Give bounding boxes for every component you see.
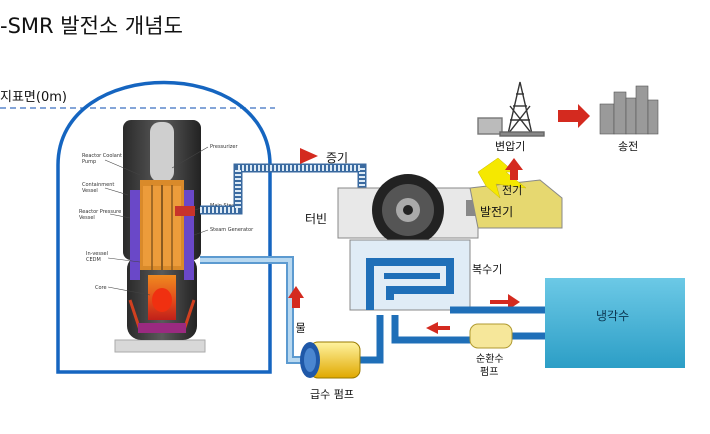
feedwater-pipe <box>200 256 310 364</box>
transformer-tower <box>477 81 545 137</box>
feed-pump-label: 급수 펌프 <box>310 388 354 401</box>
label-pressure-vessel-1: Reactor Pressure <box>79 209 121 215</box>
label-pressure-vessel-2: Vessel <box>79 215 95 221</box>
label-cedm-1: In-vessel <box>86 251 108 257</box>
from-sea-arrow <box>426 322 438 334</box>
steam-label: 증기 <box>326 151 348 165</box>
steam-pipe <box>200 165 365 213</box>
generator <box>469 157 563 229</box>
cooling-inlet-pipe <box>391 315 470 344</box>
transformer-label: 변압기 <box>495 140 525 153</box>
to-sea-arrow <box>490 294 520 310</box>
city-buildings <box>599 85 659 135</box>
circ-pump-label-2: 펌프 <box>480 366 498 378</box>
label-containment-1: Containment <box>82 182 114 188</box>
water-label: 물 <box>294 322 307 333</box>
label-steam-generator: Steam Generator <box>210 227 254 233</box>
turbine-label: 터빈 <box>305 212 327 226</box>
label-containment-2: Vessel <box>82 188 98 194</box>
containment-outline <box>56 80 272 374</box>
label-cedm-2: CEDM <box>86 257 101 263</box>
feed-pump <box>300 341 361 379</box>
ground-level-label: 지표면(0m) <box>0 90 67 105</box>
generator-label: 발전기 <box>480 205 513 219</box>
to-transmission-arrow <box>558 104 590 128</box>
label-core: Core <box>95 285 107 291</box>
condenser <box>349 239 471 311</box>
condenser-label: 복수기 <box>472 263 502 276</box>
cooling-water-label: 냉각수 <box>596 309 629 323</box>
reactor-module <box>114 120 206 353</box>
to-transformer-arrow <box>505 158 523 170</box>
condensate-pipe <box>358 315 384 364</box>
transmission-label: 송전 <box>618 140 638 153</box>
diagram-title: -SMR 발전소 개념도 <box>0 14 183 38</box>
sea <box>545 278 685 368</box>
steam-arrow <box>300 148 318 164</box>
electricity-label: 전기 <box>502 184 522 197</box>
water-arrow <box>288 286 304 298</box>
label-pressurizer: Pressurizer <box>210 144 238 150</box>
circulating-pump <box>469 323 513 349</box>
label-coolant-pump-2: Pump <box>82 159 96 165</box>
label-coolant-pump-1: Reactor Coolant <box>82 153 122 159</box>
circ-pump-label-1: 순환수 <box>476 353 504 365</box>
